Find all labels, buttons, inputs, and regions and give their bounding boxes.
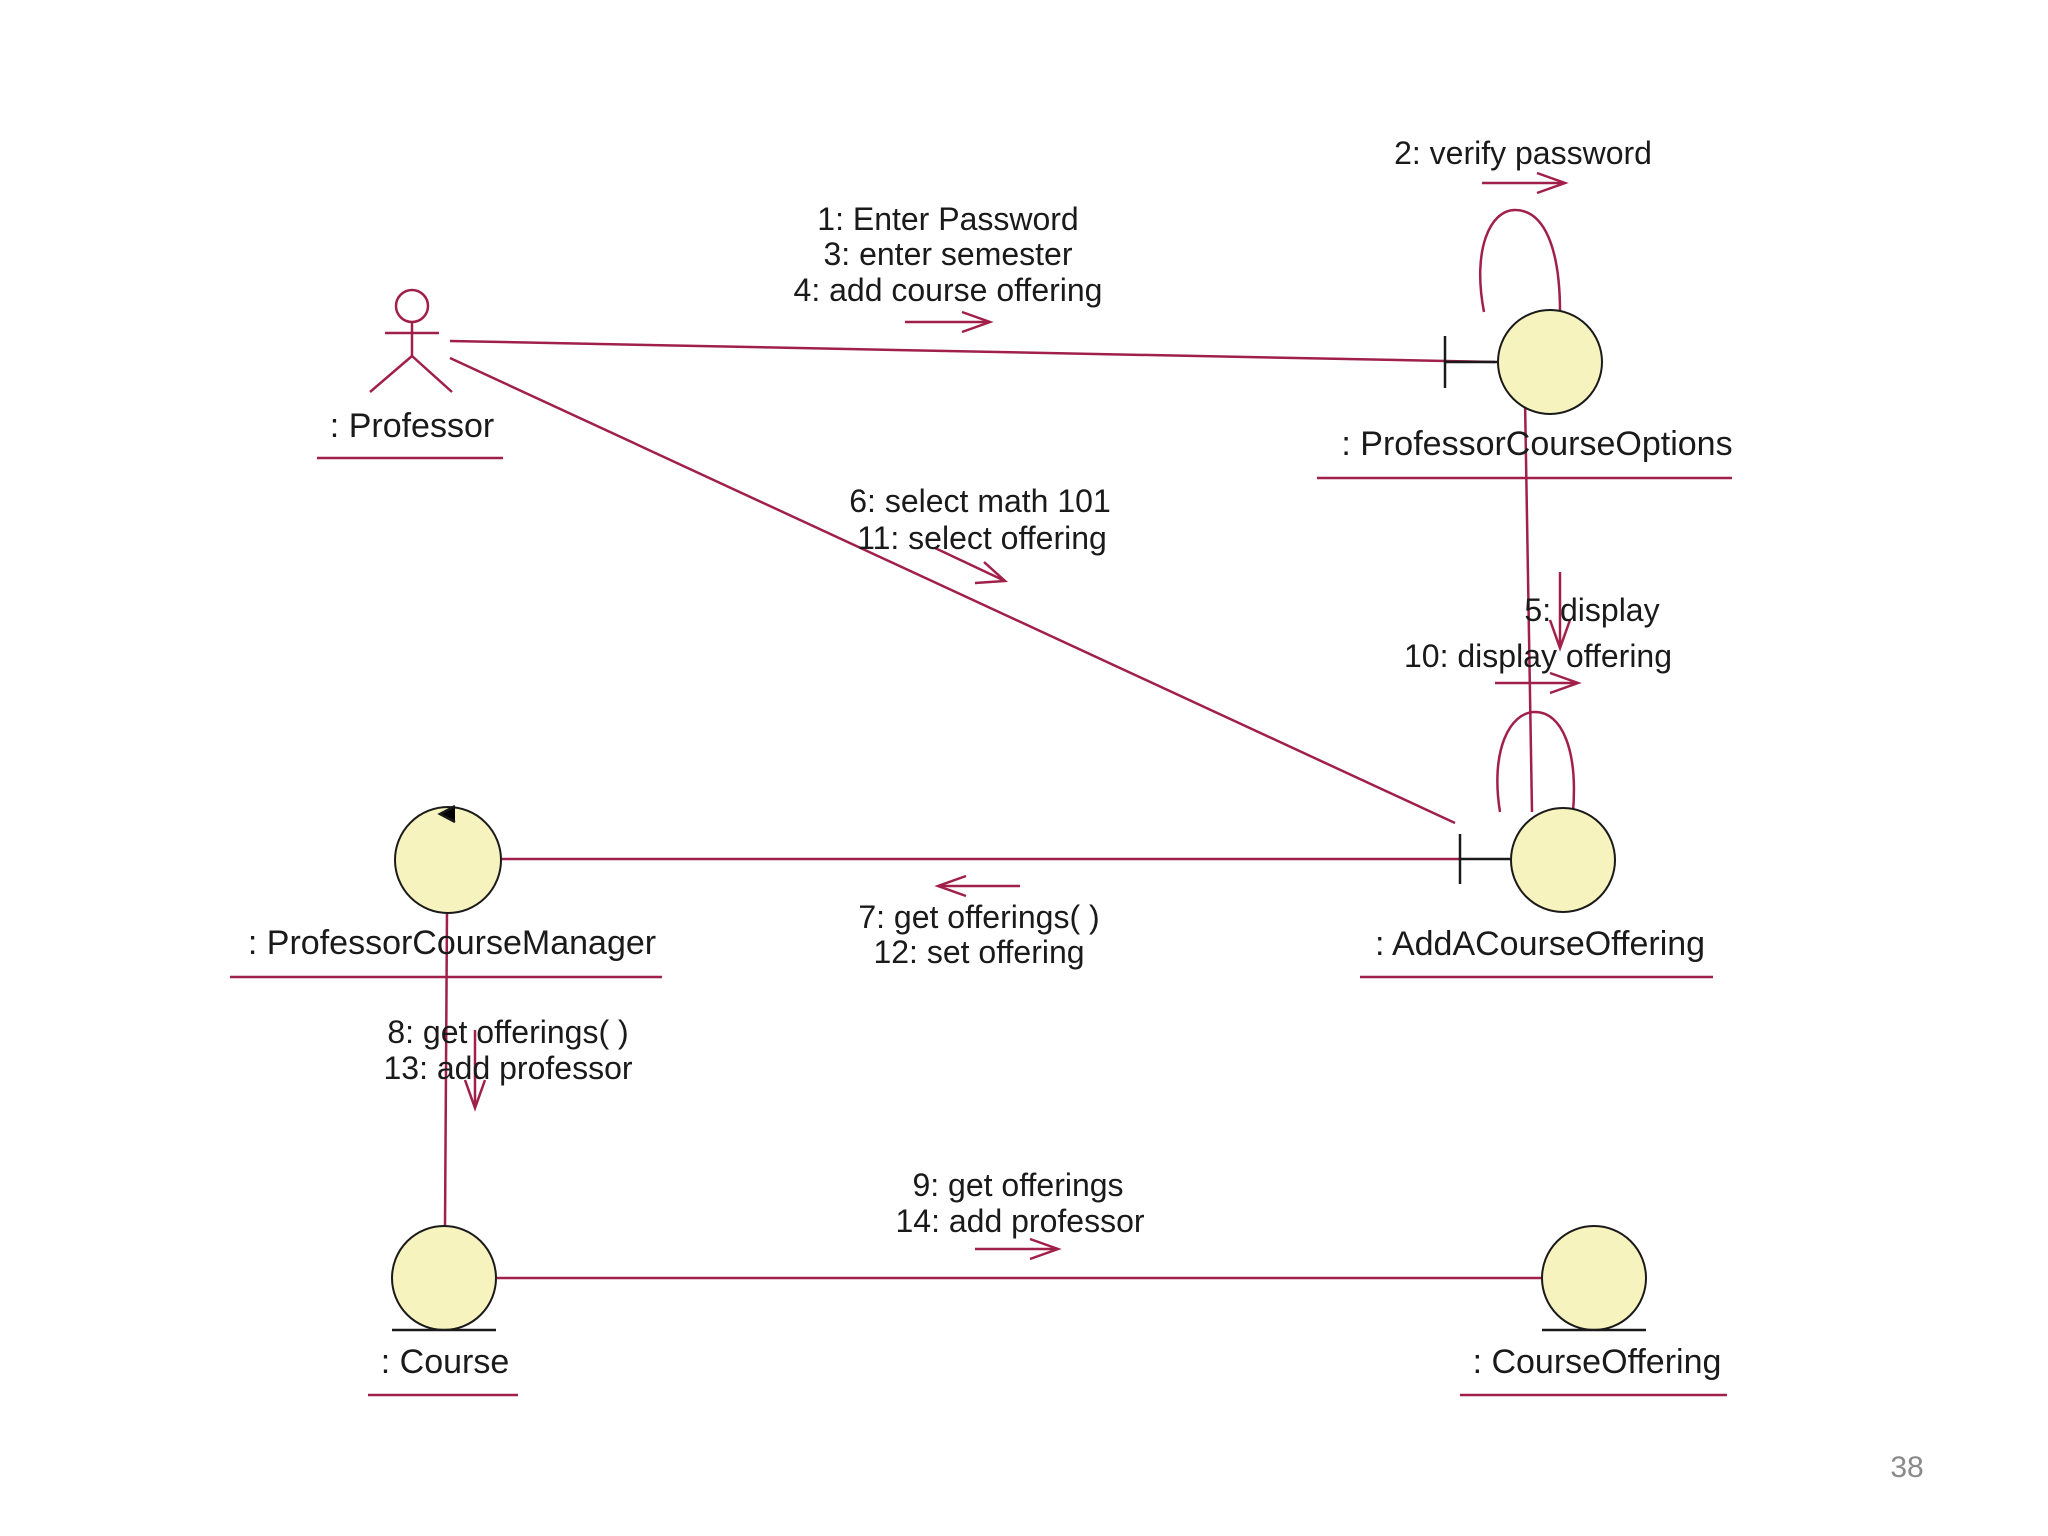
message-line: 7: get offerings( ) [858,899,1099,935]
message-options-to-add-offering: 5: display [1524,592,1659,628]
boundary-icon [1510,807,1616,913]
message-professor-to-add-offering: 6: select math 101 11: select offering [849,483,1110,556]
control-arrowhead [437,804,456,824]
self-loop-add-offering [1496,710,1576,813]
message-options-self: 2: verify password [1394,135,1652,171]
link-manager-course [443,909,449,1229]
course-offering-object[interactable]: : CourseOffering [1460,1225,1727,1397]
arrow-options-self [1482,171,1569,195]
message-line: 1: Enter Password [817,201,1078,237]
message-line: 10: display offering [1404,638,1672,674]
message-professor-to-options: 1: Enter Password 3: enter semester 4: a… [794,201,1103,308]
course-offering-label: : CourseOffering [1473,1343,1722,1381]
message-add-offering-to-manager: 7: get offerings( ) 12: set offering [858,899,1099,970]
link-professor-options [449,339,1496,364]
arrow-professor-to-add-offering [934,546,1009,585]
link-options-add-offering [1523,399,1534,813]
control-icon [394,806,502,914]
professor-course-options-label: : ProfessorCourseOptions [1341,425,1732,463]
arrow-options-to-add-offering [1548,572,1572,652]
message-line: 2: verify password [1394,135,1652,171]
message-line: 8: get offerings( ) [387,1014,628,1050]
arrow-course-to-offering [975,1237,1062,1261]
boundary-icon [1497,309,1603,415]
course-object[interactable]: : Course [368,1225,518,1397]
message-line: 3: enter semester [824,236,1073,272]
message-line: 14: add professor [895,1203,1144,1239]
actor-icon [369,288,453,393]
arrow-professor-to-options [905,310,994,334]
self-loop-options [1479,208,1562,313]
professor-label: : Professor [330,407,494,445]
message-line: 4: add course offering [794,272,1103,308]
professor-course-manager-label: : ProfessorCourseManager [248,924,656,962]
arrow-add-offering-to-manager [934,874,1020,898]
professor-course-manager-object[interactable]: : ProfessorCourseManager [230,804,662,979]
professor-course-options-object[interactable]: : ProfessorCourseOptions [1317,309,1733,480]
arrow-manager-to-course [463,1030,487,1112]
message-line: 12: set offering [873,934,1084,970]
add-a-course-offering-object[interactable]: : AddACourseOffering [1360,807,1713,979]
add-a-course-offering-label: : AddACourseOffering [1375,925,1705,963]
professor-actor[interactable]: : Professor [317,288,503,460]
link-professor-add-offering [449,356,1456,825]
message-line: 11: select offering [857,520,1107,556]
arrow-add-offering-self [1495,671,1582,695]
entity-icon [1541,1225,1647,1331]
message-line: 13: add professor [383,1050,632,1086]
message-course-to-offering: 9: get offerings 14: add professor [895,1167,1144,1239]
entity-icon [391,1225,497,1331]
message-manager-to-course: 8: get offerings( ) 13: add professor [383,1014,632,1086]
message-line: 9: get offerings [912,1167,1123,1203]
course-label: : Course [381,1343,510,1381]
message-add-offering-self: 10: display offering [1404,638,1672,674]
message-line: 6: select math 101 [849,483,1110,519]
page-number: 38 [1890,1451,1923,1484]
message-line: 5: display [1524,592,1659,628]
